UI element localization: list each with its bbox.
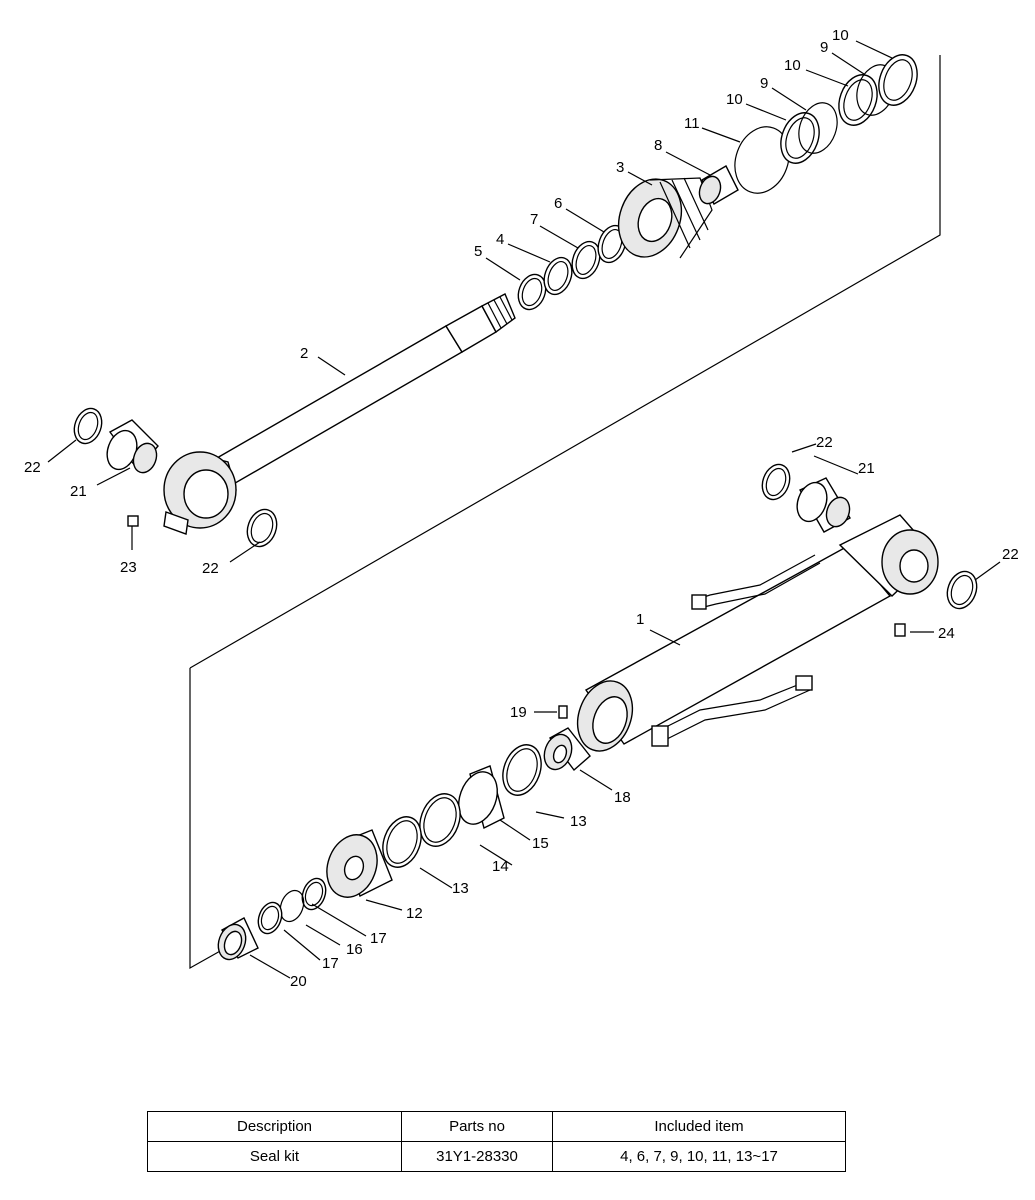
seal-7 [571, 240, 601, 280]
seal-17a [301, 877, 327, 911]
seal-5 [517, 273, 547, 311]
callout-11: 11 [684, 115, 700, 132]
callout-1: 1 [636, 611, 644, 628]
seal-17b [257, 901, 283, 935]
set-screw-19 [558, 705, 568, 719]
callout-10a: 10 [726, 91, 743, 108]
dust-seal-22c [761, 463, 791, 501]
seal-6 [597, 224, 627, 264]
bushing-21b [796, 477, 851, 533]
cell-included-item: 4, 6, 7, 9, 10, 11, 13~17 [552, 1141, 846, 1172]
callout-12: 12 [406, 905, 423, 922]
bushing-21a [106, 419, 159, 474]
grease-nipple-23 [127, 515, 139, 527]
callout-15: 15 [532, 835, 549, 852]
callout-13a: 13 [570, 813, 587, 830]
cylinder-tube [576, 514, 939, 752]
o-ring-9a [798, 102, 838, 154]
callout-6: 6 [554, 195, 562, 212]
piston-12 [326, 829, 393, 898]
piston-nut-18 [543, 727, 591, 772]
callout-21a: 21 [70, 483, 87, 500]
rod-cover-3 [617, 177, 713, 259]
o-ring-11 [734, 126, 790, 194]
cell-parts-no: 31Y1-28330 [401, 1141, 553, 1172]
grease-nipple-24 [894, 623, 906, 637]
callout-9a: 9 [760, 75, 768, 92]
dust-seal-22d [946, 570, 978, 610]
callout-17b: 17 [322, 955, 339, 972]
callout-8: 8 [654, 137, 662, 154]
cushion-ring-20 [217, 917, 259, 961]
header-description: Description [147, 1111, 402, 1142]
bushing-8 [698, 165, 739, 205]
cell-description: Seal kit [147, 1141, 402, 1172]
section-frame-lower [189, 668, 223, 970]
callout-9b: 9 [820, 39, 828, 56]
wear-ring-15 [458, 765, 505, 830]
callout-19: 19 [510, 704, 527, 721]
callout-20: 20 [290, 973, 307, 990]
table-row: Seal kit 31Y1-28330 4, 6, 7, 9, 10, 11, … [147, 1141, 846, 1172]
callout-22a: 22 [24, 459, 41, 476]
callout-23: 23 [120, 559, 137, 576]
callout-2: 2 [300, 345, 308, 362]
leader-lines [47, 40, 1001, 979]
callout-21b: 21 [858, 460, 875, 477]
section-frame-upper [189, 55, 941, 669]
piston-rod [208, 293, 516, 487]
backup-ring-10c [878, 54, 918, 106]
seal-kit-table: Description Parts no Included item Seal … [147, 1111, 846, 1172]
seal-4 [543, 256, 573, 296]
table-header-row: Description Parts no Included item [147, 1111, 846, 1142]
callout-14: 14 [492, 858, 509, 875]
backup-ring-10a [780, 112, 820, 164]
callout-22d: 22 [1002, 546, 1019, 563]
callout-18: 18 [614, 789, 631, 806]
o-ring-13b [382, 816, 422, 868]
callout-5: 5 [474, 243, 482, 260]
callout-22c: 22 [816, 434, 833, 451]
callout-3: 3 [616, 159, 624, 176]
callout-10c: 10 [832, 27, 849, 44]
callout-24: 24 [938, 625, 955, 642]
dust-seal-22b [246, 508, 278, 548]
callout-17a: 17 [370, 930, 387, 947]
header-parts-no: Parts no [401, 1111, 553, 1142]
rod-eye [163, 451, 237, 535]
header-included-item: Included item [552, 1111, 846, 1142]
callout-10b: 10 [784, 57, 801, 74]
o-ring-13a [502, 744, 542, 796]
dust-seal-22a [73, 407, 103, 445]
backup-ring-10b [838, 74, 878, 126]
seal-16 [279, 889, 305, 923]
callout-13b: 13 [452, 880, 469, 897]
piston-seal-14 [419, 793, 461, 847]
callout-7: 7 [530, 211, 538, 228]
callout-16: 16 [346, 941, 363, 958]
callout-4: 4 [496, 231, 504, 248]
exploded-parts-diagram: 1 2 3 4 5 6 7 8 9 9 10 10 10 11 12 13 13… [24, 27, 1019, 990]
callout-22b: 22 [202, 560, 219, 577]
callout-labels: 1 2 3 4 5 6 7 8 9 9 10 10 10 11 12 13 13… [24, 27, 1019, 990]
